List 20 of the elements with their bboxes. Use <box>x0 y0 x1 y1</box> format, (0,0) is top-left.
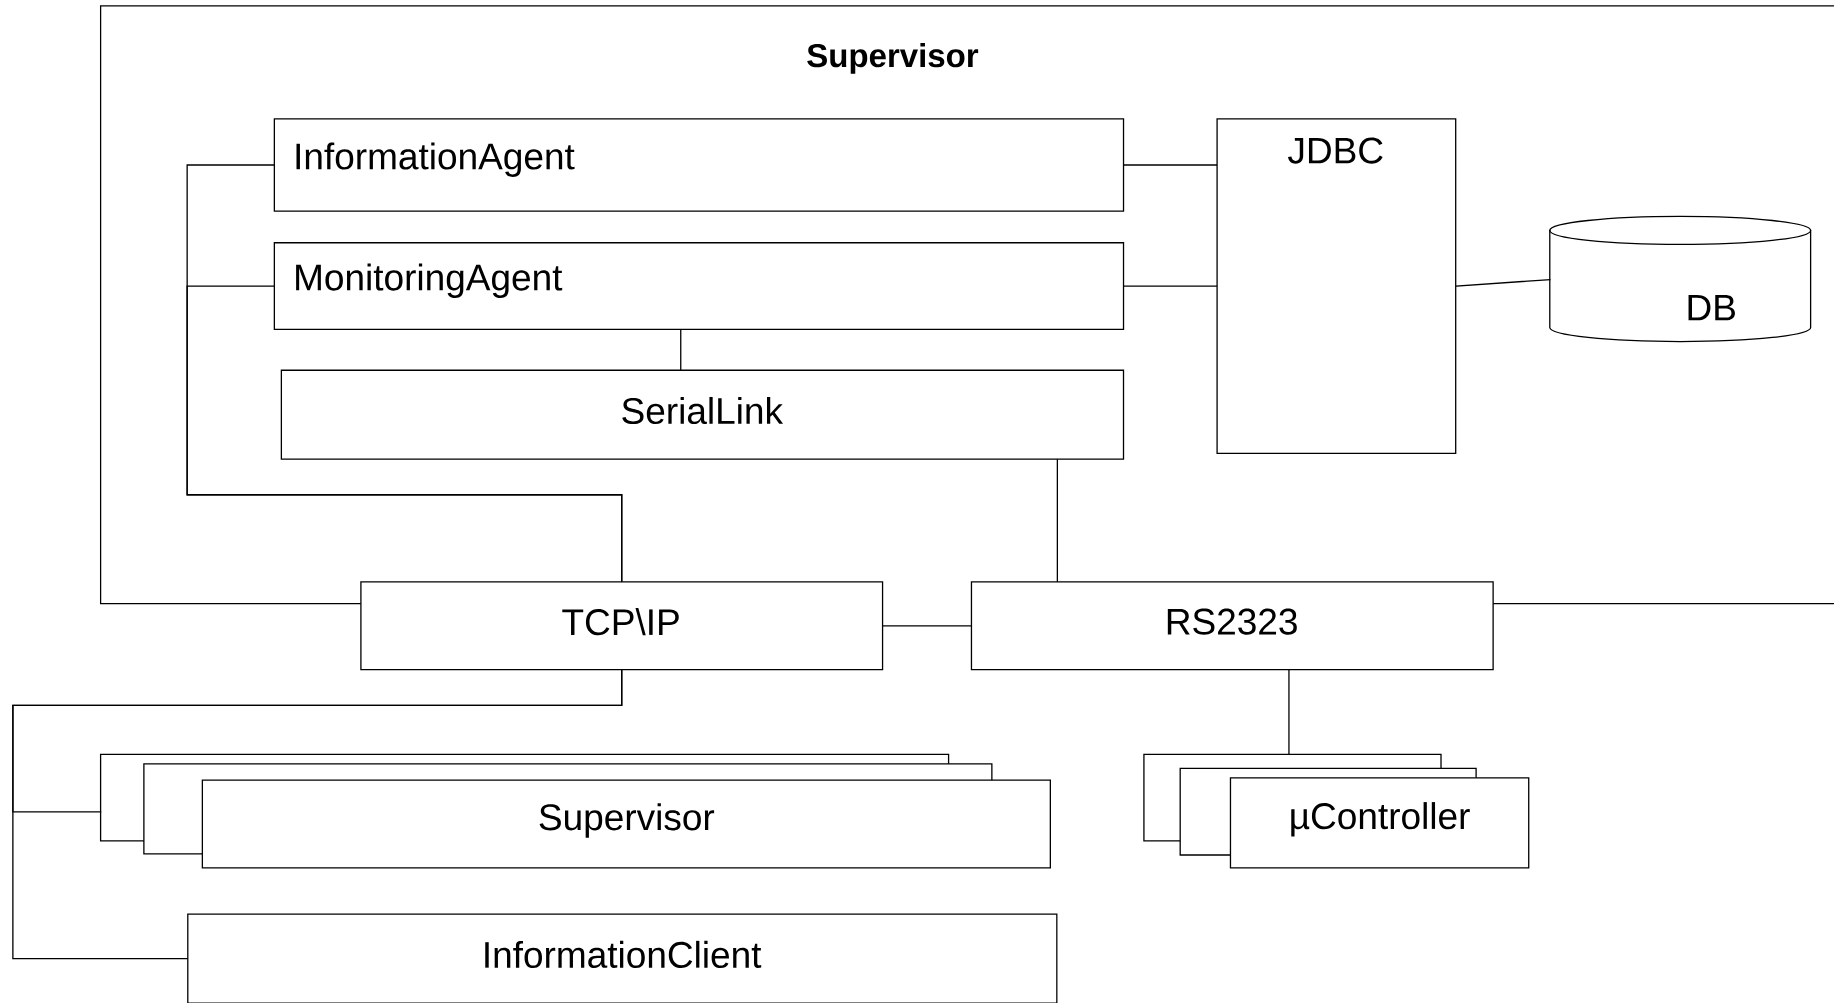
database-cylinder: DB <box>1549 215 1812 343</box>
stacked-box: Supervisor <box>99 753 1051 869</box>
component-box: InformationClient <box>187 913 1058 1003</box>
connector-line <box>1056 459 1058 582</box>
connector-line <box>12 669 623 960</box>
connector-line <box>1455 278 1551 287</box>
component-box: MonitoringAgent <box>273 242 1125 330</box>
connector-line <box>680 329 682 371</box>
connector-line <box>882 625 972 627</box>
node-label: DB <box>1688 294 1735 321</box>
component-box: RS2323 <box>970 581 1494 671</box>
component-box: JDBC <box>1216 118 1457 454</box>
stacked-box: µController <box>1143 753 1530 869</box>
component-box: TCP\IP <box>360 581 884 671</box>
connector-line <box>1123 285 1218 287</box>
connector-line <box>186 285 623 582</box>
connector-line <box>1123 164 1218 166</box>
component-box: SerialLink <box>280 369 1125 460</box>
connector-line <box>1288 669 1290 756</box>
component-box: InformationAgent <box>273 118 1125 212</box>
